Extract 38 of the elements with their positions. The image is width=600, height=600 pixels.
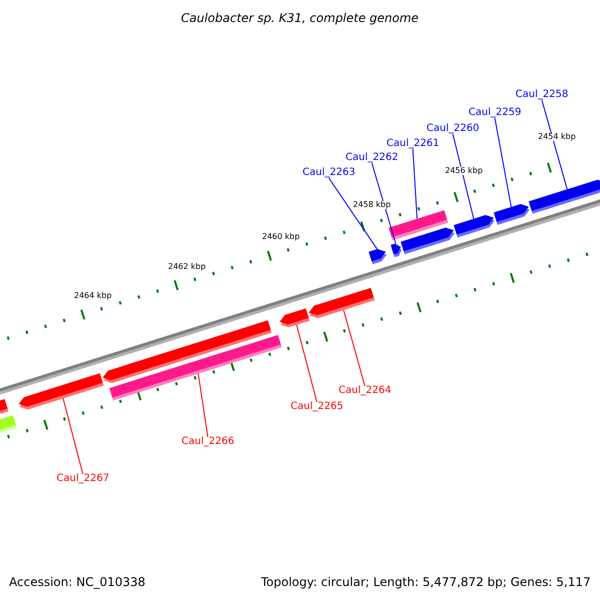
footer-text: Accession: NC_010338 (9, 576, 146, 588)
leader-line (412, 148, 418, 220)
gene-feature (368, 249, 387, 264)
scale-label: 2460 kbp (262, 233, 300, 241)
scale-label: 2458 kbp (353, 201, 391, 209)
gene-name: Caul_2262 (346, 153, 398, 163)
leader-line (62, 398, 84, 474)
gene-name: Caul_2261 (386, 139, 440, 149)
scale-label: 2464 kbp (74, 292, 112, 300)
gene-feature (454, 215, 495, 238)
gene-feature (308, 288, 375, 318)
gene-name: Caul_2265 (290, 402, 344, 412)
leader-line (328, 178, 378, 250)
gene-name: Caul_2258 (516, 90, 568, 100)
gene-name: Caul_2264 (338, 386, 392, 396)
leader-line (343, 310, 366, 386)
scale-label: 2454 kbp (538, 133, 576, 141)
gene-name: Caul_2263 (302, 168, 356, 178)
footer-text: Topology: circular; Length: 5,477,872 bp; Genes: 5,117 (261, 576, 591, 588)
leader-line (494, 118, 512, 208)
gene-feature (109, 335, 282, 400)
scale-label: 2456 kbp (445, 167, 483, 175)
leader-line (452, 134, 474, 220)
gene-feature (528, 180, 600, 214)
gene-name: Caul_2259 (468, 108, 522, 118)
gene-name: Caul_2266 (182, 437, 234, 447)
scale-label: 2462 kbp (168, 263, 206, 271)
leader-line (541, 100, 568, 190)
gene-feature (388, 210, 448, 240)
gene-feature (390, 244, 402, 258)
gene-feature (494, 204, 530, 225)
gene-feature (18, 373, 104, 410)
leader-line (296, 324, 318, 402)
diagram-title: Caulobacter sp. K31, complete genome (181, 12, 419, 24)
gene-name: Caul_2267 (56, 474, 110, 484)
gene-name: Caul_2260 (426, 124, 480, 134)
leader-line (371, 162, 396, 244)
gene-feature (280, 308, 310, 328)
